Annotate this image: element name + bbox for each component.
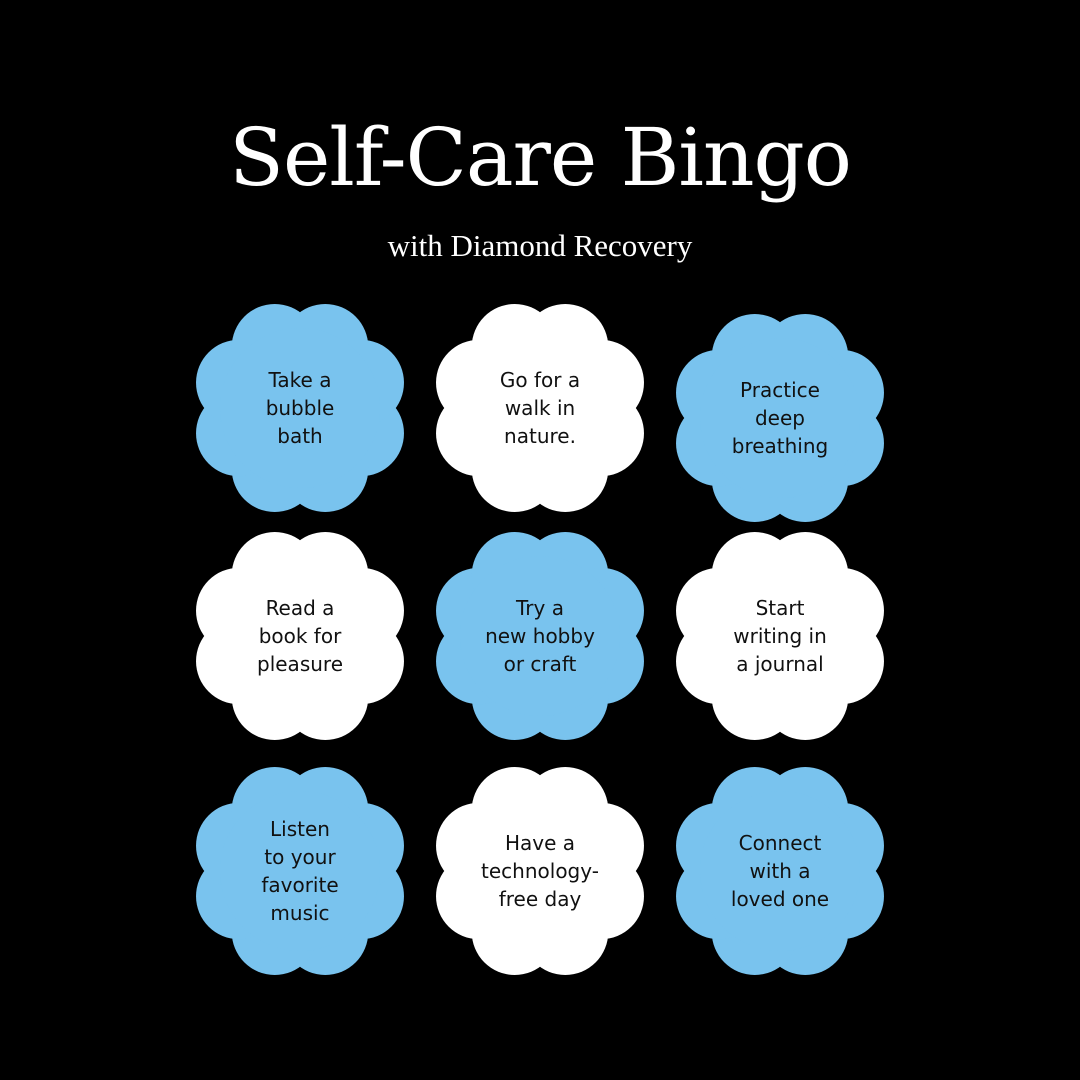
flower-shape — [196, 304, 404, 512]
page-title: Self-Care Bingo — [229, 111, 852, 204]
flower-shape — [436, 304, 644, 512]
flower-shape — [436, 532, 644, 740]
flower-shape — [436, 767, 644, 975]
flower-shape — [676, 314, 884, 522]
page-subtitle: with Diamond Recovery — [387, 228, 693, 263]
flower-shape — [196, 767, 404, 975]
flower-shape — [196, 532, 404, 740]
flower-shape — [676, 767, 884, 975]
flower-shape — [676, 532, 884, 740]
